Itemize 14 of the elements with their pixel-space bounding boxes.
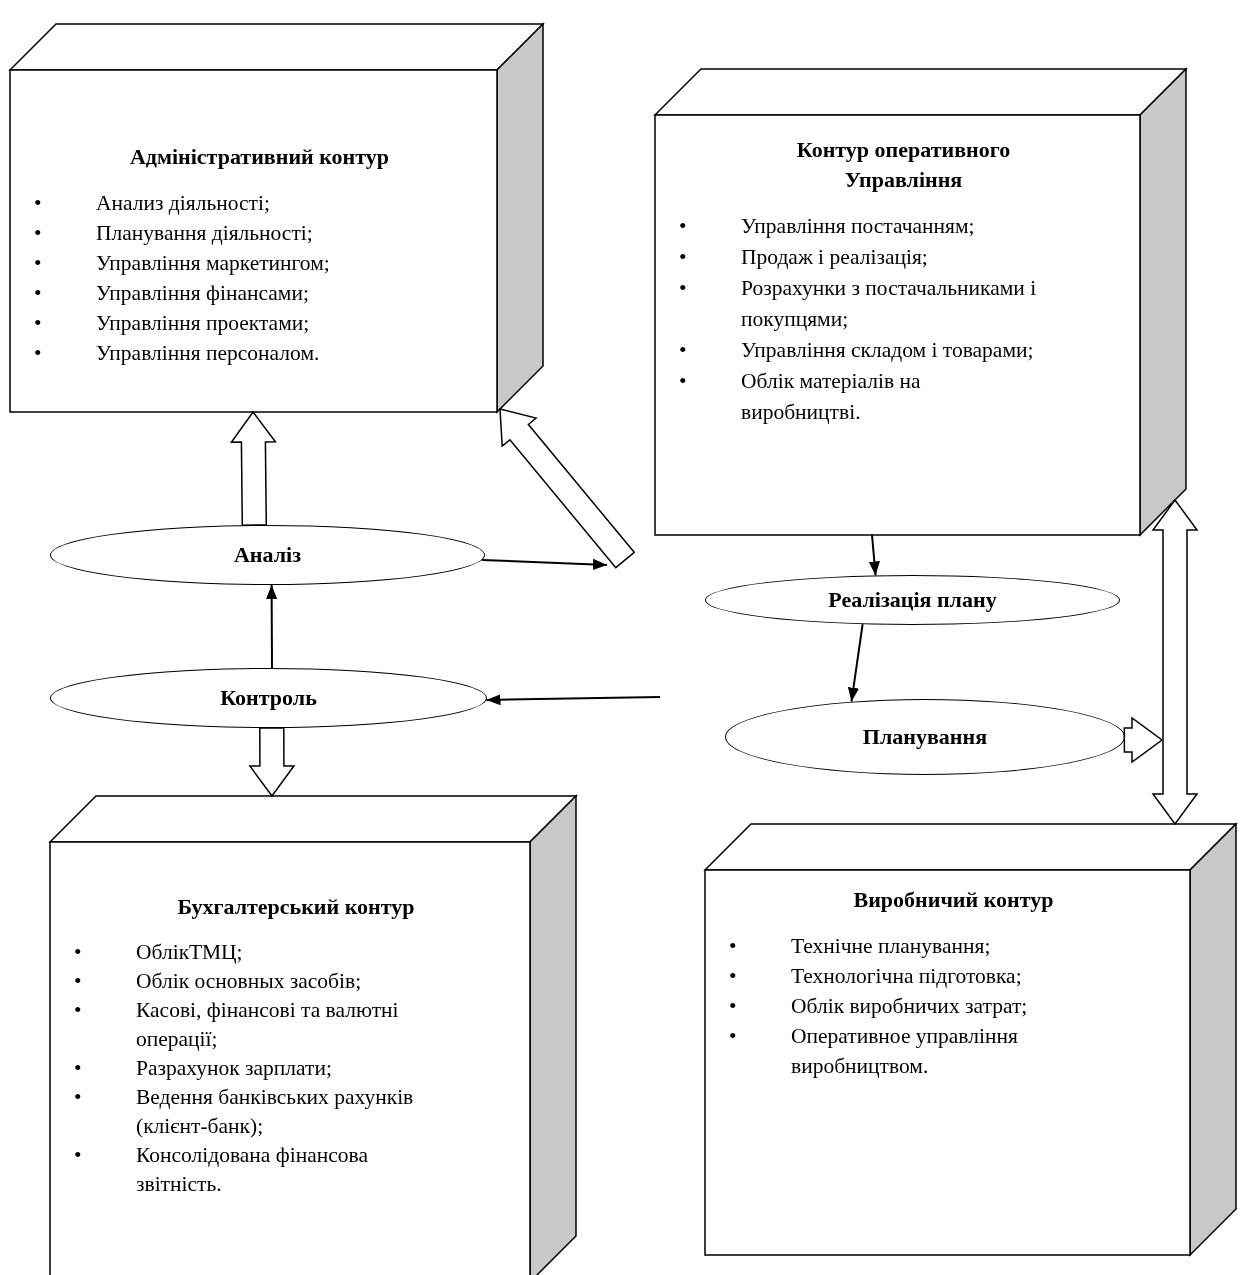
arrow [847, 623, 864, 703]
arrow [481, 558, 608, 570]
block-arrow [248, 727, 296, 798]
block-arrow [499, 408, 636, 569]
ellipse-label: Реалізація плану [828, 587, 997, 613]
arrow [266, 584, 278, 669]
block-arrow [229, 410, 277, 526]
ellipse-label: Аналіз [233, 542, 302, 568]
arrow [485, 694, 661, 706]
block-arrow [1123, 716, 1164, 764]
arrow [868, 534, 880, 577]
ellipse-label: Планування [862, 724, 988, 750]
double-block-arrow [1151, 498, 1199, 826]
ellipse-label: Контроль [220, 685, 317, 711]
